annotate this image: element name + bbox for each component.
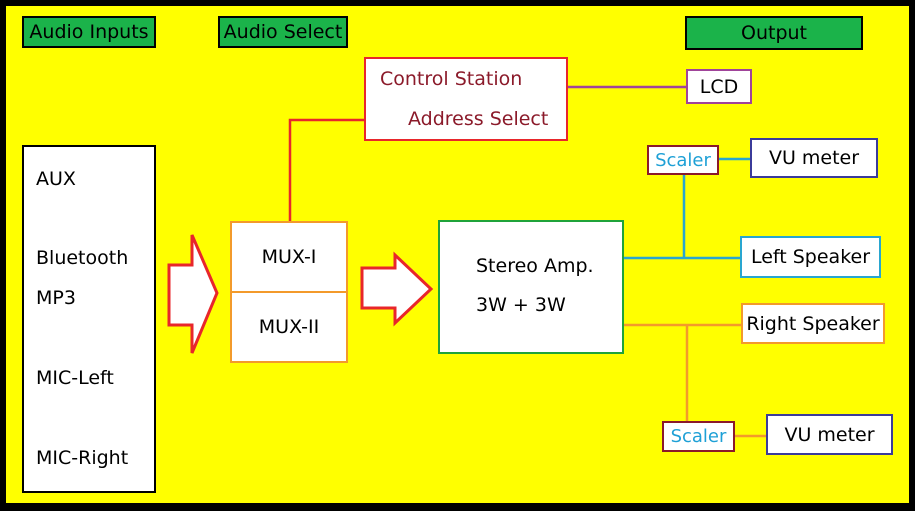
amp-power: 3W + 3W xyxy=(476,294,566,316)
mux-i-block: MUX-I xyxy=(230,221,348,293)
vu-meter-top-block: VU meter xyxy=(750,138,878,178)
vu-meter-bottom-label: VU meter xyxy=(784,423,875,446)
inputs-panel: AUX Bluetooth MP3 MIC-Left MIC-Right xyxy=(22,145,156,493)
mux-control-wire xyxy=(288,118,366,222)
scaler-top-block: Scaler xyxy=(647,145,719,175)
scaler-top-label: Scaler xyxy=(655,149,711,171)
mux-ii-label: MUX-II xyxy=(258,316,320,338)
lcd-label: LCD xyxy=(699,75,739,98)
audio-inputs-header: Audio Inputs xyxy=(22,16,156,48)
vu-meter-bottom-block: VU meter xyxy=(766,414,893,455)
input-bluetooth: Bluetooth xyxy=(36,247,129,269)
right-speaker-block: Right Speaker xyxy=(741,303,885,344)
left-speaker-label: Left Speaker xyxy=(750,246,871,268)
left-speaker-block: Left Speaker xyxy=(740,236,881,278)
amp-name: Stereo Amp. xyxy=(476,255,594,277)
scaler-bottom-label: Scaler xyxy=(670,426,727,447)
control-station-title: Control Station xyxy=(380,68,523,90)
address-select-label: Address Select xyxy=(408,108,549,130)
stereo-amp-block: Stereo Amp. 3W + 3W xyxy=(438,220,624,354)
control-station-block: Control Station Address Select xyxy=(364,57,568,141)
scaler-bottom-block: Scaler xyxy=(662,421,735,452)
mux-ii-block: MUX-II xyxy=(230,291,348,363)
mux-i-label: MUX-I xyxy=(261,246,317,268)
input-mic-left: MIC-Left xyxy=(36,367,114,389)
lcd-block: LCD xyxy=(686,69,752,104)
inputs-to-mux-arrow xyxy=(167,234,219,354)
vu-meter-top-label: VU meter xyxy=(768,147,860,169)
input-mp3: MP3 xyxy=(36,287,76,309)
mux-to-amp-arrow xyxy=(360,251,434,327)
input-mic-right: MIC-Right xyxy=(36,447,129,469)
output-header: Output xyxy=(685,16,863,50)
input-aux: AUX xyxy=(36,168,76,190)
right-speaker-label: Right Speaker xyxy=(746,312,880,335)
audio-select-header: Audio Select xyxy=(218,16,348,48)
